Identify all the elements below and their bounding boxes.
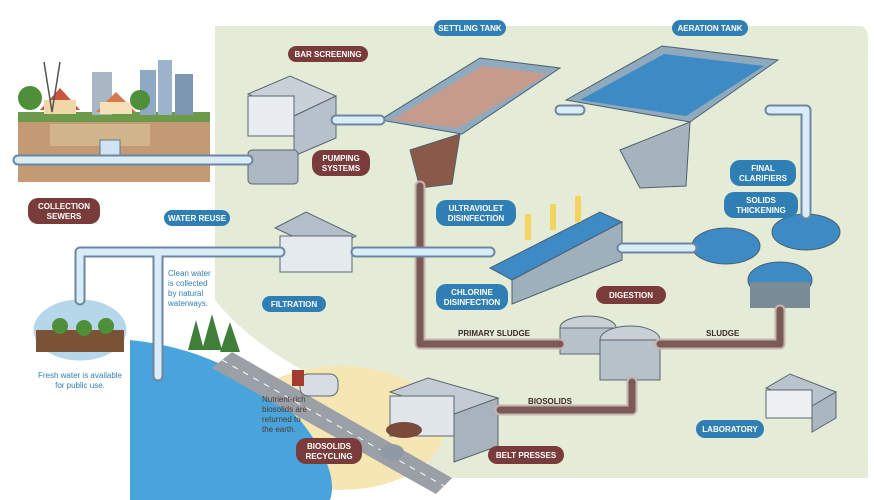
note-fresh-water: Fresh water is available for public use. (38, 371, 123, 390)
label-filtration: FILTRATION (262, 296, 326, 312)
label-ultraviolet-disinfection-line1: ULTRAVIOLET (449, 204, 504, 213)
label-solids-thickening-line1: SOLIDS (746, 196, 776, 205)
road-line (221, 359, 445, 487)
aeration-tank (564, 45, 780, 189)
label-solids-thickening-line2: THICKENING (736, 206, 786, 215)
label-collection-sewers-line1: COLLECTION (38, 202, 90, 211)
note-fresh-water-line1: Fresh water is available (38, 371, 123, 380)
uv-disinfection-channel (488, 196, 624, 305)
label-biosolids-recycling: BIOSOLIDS RECYCLING (296, 438, 362, 464)
belt-press-building (380, 377, 500, 463)
label-laboratory: LABORATORY (696, 420, 764, 438)
label-pumping-systems-line1: PUMPING (322, 154, 359, 163)
clean-water-pipes (12, 104, 812, 382)
note-nutrient-line2: biosolids are (262, 405, 307, 414)
digestion-tanks (559, 315, 661, 381)
label-bar-screening: BAR SCREENING (288, 46, 368, 62)
label-filtration-text: FILTRATION (271, 300, 318, 309)
note-clean-water-line4: waterways. (167, 299, 208, 308)
label-final-clarifiers-line2: CLARIFIERS (739, 174, 788, 183)
note-clean-water-line2: is collected (168, 279, 208, 288)
farm-field (30, 296, 130, 364)
bar-screening-building (246, 75, 338, 185)
label-chlorine-disinfection-line2: DISINFECTION (444, 298, 501, 307)
sludge-pipes (414, 180, 786, 416)
label-digestion: DIGESTION (596, 286, 666, 304)
label-belt-presses: BELT PRESSES (488, 446, 564, 464)
caption-biosolids: BIOSOLIDS (528, 397, 573, 406)
label-pumping-systems-line2: SYSTEMS (322, 164, 361, 173)
filtration-building (273, 211, 358, 273)
label-laboratory-text: LABORATORY (702, 425, 758, 434)
label-aeration-tank-text: AERATION TANK (677, 24, 742, 33)
label-settling-tank: SETTLING TANK (434, 20, 506, 36)
label-bar-screening-text: BAR SCREENING (294, 50, 361, 59)
river (130, 340, 332, 500)
caption-sludge: SLUDGE (706, 329, 740, 338)
label-water-reuse: WATER REUSE (164, 210, 230, 226)
note-nutrient-line4: the earth. (262, 425, 296, 434)
city-illustration (18, 60, 210, 182)
label-belt-presses-text: BELT PRESSES (496, 451, 557, 460)
note-clean-water-line3: by natural (168, 289, 203, 298)
label-settling-tank-text: SETTLING TANK (438, 24, 502, 33)
label-biosolids-recycling-line1: BIOSOLIDS (307, 442, 352, 451)
label-digestion-text: DIGESTION (609, 291, 653, 300)
label-solids-thickening: SOLIDS THICKENING (724, 192, 798, 218)
note-clean-water-line1: Clean water (168, 269, 211, 278)
label-biosolids-recycling-line2: RECYCLING (305, 452, 352, 461)
note-nutrient-line1: Nutrient-rich (262, 395, 306, 404)
label-chlorine-disinfection: CHLORINE DISINFECTION (436, 284, 508, 310)
label-aeration-tank: AERATION TANK (672, 20, 748, 36)
label-water-reuse-text: WATER REUSE (168, 214, 227, 223)
caption-primary-sludge: PRIMARY SLUDGE (458, 329, 531, 338)
pine-trees (188, 314, 240, 352)
note-fresh-water-line2: for public use. (55, 381, 105, 390)
label-collection-sewers: COLLECTION SEWERS (28, 198, 100, 224)
settling-tank (378, 57, 562, 189)
tanker-truck (292, 370, 339, 397)
label-ultraviolet-disinfection: ULTRAVIOLET DISINFECTION (436, 200, 516, 226)
label-final-clarifiers: FINAL CLARIFIERS (730, 160, 796, 186)
label-pumping-systems: PUMPING SYSTEMS (312, 150, 370, 176)
laboratory-building (764, 373, 838, 433)
label-collection-sewers-line2: SEWERS (47, 212, 82, 221)
note-nutrient-line3: returned to (262, 415, 301, 424)
label-ultraviolet-disinfection-line2: DISINFECTION (448, 214, 505, 223)
note-clean-water: Clean water is collected by natural wate… (167, 269, 211, 308)
label-final-clarifiers-line1: FINAL (751, 164, 775, 173)
final-clarifiers (691, 213, 841, 308)
note-nutrient: Nutrient-rich biosolids are returned to … (262, 395, 307, 434)
label-chlorine-disinfection-line1: CHLORINE (451, 288, 493, 297)
